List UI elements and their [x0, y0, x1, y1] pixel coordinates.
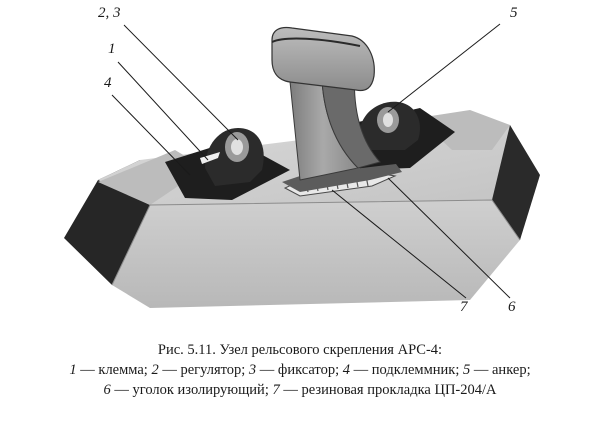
- sleeper-front-face: [112, 200, 520, 308]
- callout-4: 4: [104, 75, 112, 91]
- legend-text: — регулятор;: [158, 362, 249, 378]
- legend-text: — клемма;: [76, 362, 152, 378]
- figure-caption: Рис. 5.11. Узел рельсового скрепления АР…: [0, 340, 600, 400]
- callout-1: 1: [108, 41, 116, 57]
- callout-6: 6: [508, 299, 516, 315]
- leader-4: [111, 94, 191, 176]
- caption-legend-line-1: 1 — клемма; 2 — регулятор; 3 — фиксатор;…: [0, 360, 600, 380]
- legend-num: 7: [272, 382, 280, 398]
- leader-7: [331, 189, 467, 299]
- callout-2-3: 2, 3: [98, 5, 121, 21]
- caption-legend-line-2: 6 — уголок изолирующий; 7 — резиновая пр…: [0, 380, 600, 400]
- callout-7: 7: [460, 299, 468, 315]
- legend-text: — резиновая прокладка ЦП-204/А: [279, 382, 497, 398]
- leader-lines: [111, 23, 511, 299]
- leader-1: [117, 61, 209, 161]
- caption-title: Рис. 5.11. Узел рельсового скрепления АР…: [157, 342, 443, 358]
- legend-num: 1: [69, 362, 77, 378]
- callout-5: 5: [510, 5, 518, 21]
- legend-text: — уголок изолирующий;: [110, 382, 273, 398]
- legend-text: — подклеммник;: [349, 362, 463, 378]
- leader-6: [387, 177, 511, 299]
- rail-fastening-illustration: [64, 23, 540, 308]
- legend-text: — фиксатор;: [256, 362, 343, 378]
- leader-2-3: [123, 24, 239, 141]
- legend-num: 2: [151, 362, 159, 378]
- rail: [271, 26, 402, 192]
- left-fastening: [165, 128, 290, 200]
- legend-num: 4: [342, 362, 350, 378]
- rail-head: [271, 26, 375, 92]
- leader-5: [387, 23, 501, 113]
- rail-foot: [282, 164, 402, 192]
- legend-num: 6: [103, 382, 111, 398]
- legend-num: 5: [463, 362, 471, 378]
- legend-num: 3: [248, 362, 257, 378]
- legend-text: — анкер;: [470, 362, 531, 378]
- sleeper-right-shoulder: [418, 110, 510, 150]
